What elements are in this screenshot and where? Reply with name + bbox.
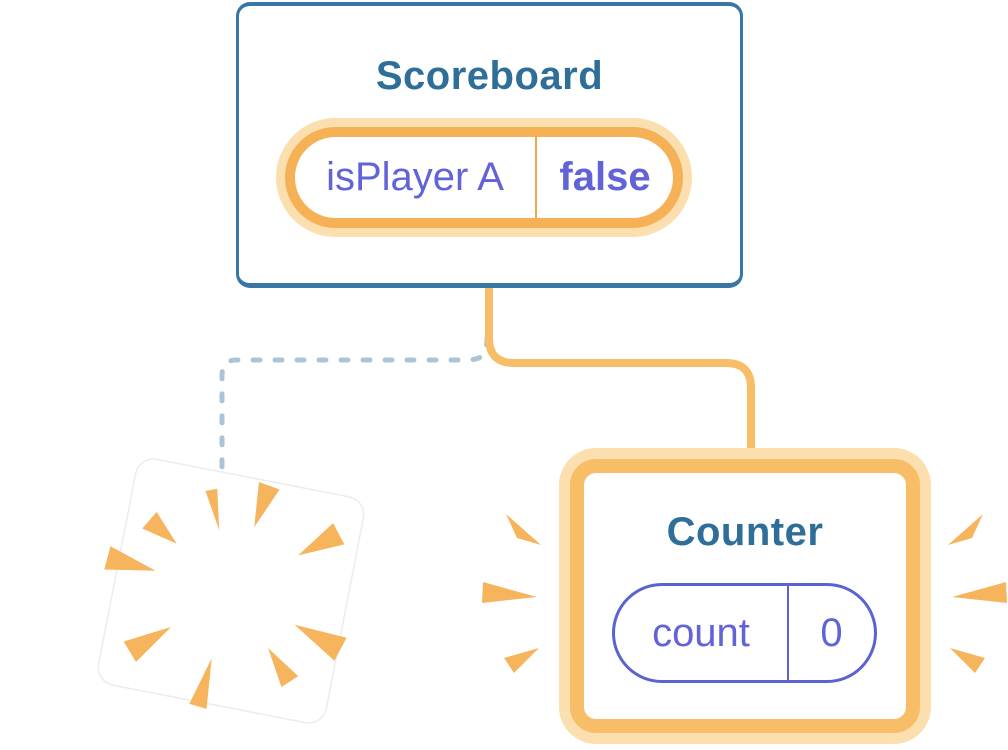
- orange-connector-line: [485, 283, 755, 462]
- state-name: count: [652, 610, 750, 655]
- pill-divider: [787, 586, 789, 680]
- state-value: false: [559, 155, 651, 199]
- state-name: isPlayer A: [326, 155, 504, 199]
- scoreboard-title: Scoreboard: [375, 54, 604, 98]
- counter-title: Counter: [666, 510, 824, 554]
- emphasis-marks-left-icon: [482, 514, 541, 673]
- counter-state-pill: count 0: [612, 583, 877, 683]
- emphasis-marks-right-icon: [948, 514, 1007, 673]
- dashed-connector-line: [219, 335, 490, 473]
- scoreboard-state-pill: isPlayer A false: [285, 127, 683, 228]
- state-value: 0: [820, 610, 843, 655]
- pill-divider: [535, 137, 537, 218]
- destroyed-card: [97, 458, 365, 724]
- counter-card: Counter count 0: [570, 459, 920, 733]
- scoreboard-card: Scoreboard isPlayer A false: [236, 2, 743, 288]
- poof-burst-icon: [104, 481, 347, 709]
